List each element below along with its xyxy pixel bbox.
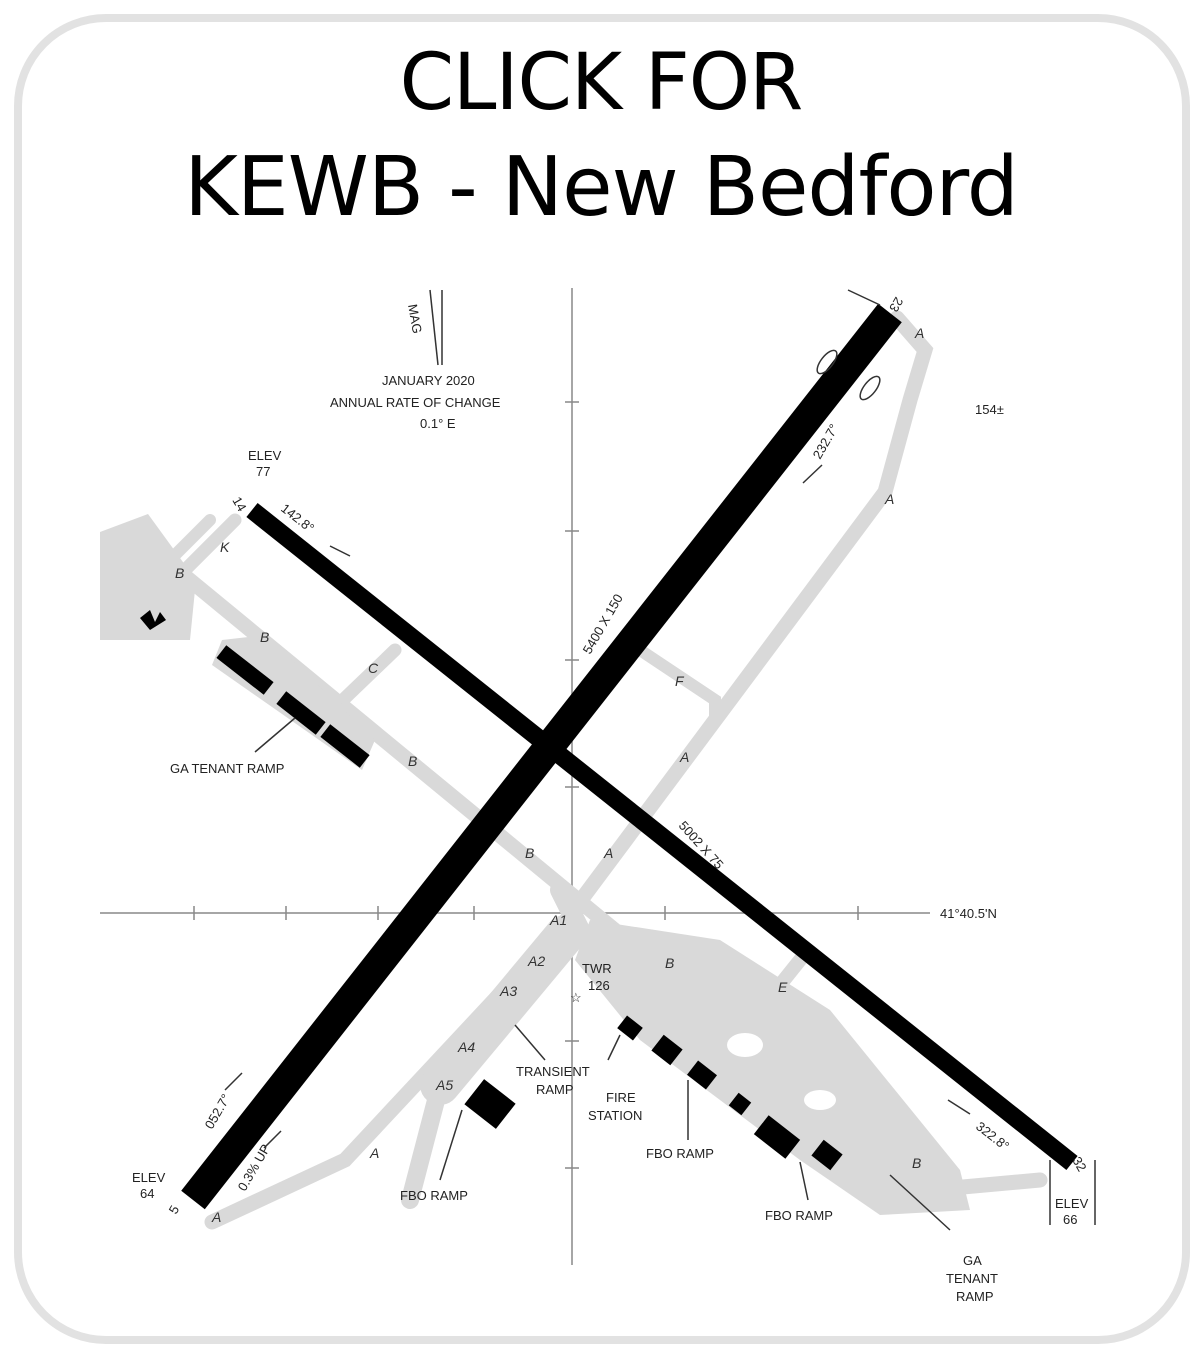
transient-ramp-label-1: TRANSIENT [516,1064,590,1079]
runway-23-end: 23 [886,295,906,315]
tower-frequency: 126 [588,978,610,993]
runway-14-32 [246,502,1078,1171]
magnetic-arrow-label: MAG [405,303,425,335]
runway-14-end: 14 [229,494,249,514]
runways [181,303,1078,1210]
elev-sw-label: ELEV [132,1170,166,1185]
tower-icon: ☆ [570,990,582,1005]
latitude-label: 41°40.5'N [940,906,997,921]
bearing-322: 322.8° [973,1119,1012,1154]
elev-nw-label: ELEV [248,448,282,463]
taxiway-a-label: A [211,1209,221,1225]
grid-lines [100,288,930,1265]
fire-station-label-1: FIRE [606,1090,636,1105]
taxiway-b-label: B [175,565,184,581]
ga-tenant-ramp-east-label-1: GA [963,1253,982,1268]
tower-label: TWR [582,961,612,976]
taxiway-a4-label: A4 [457,1039,475,1055]
bearing-052: 052.7° [202,1091,234,1131]
taxiway-a-label: A [914,325,924,341]
elev-se-value: 66 [1063,1212,1077,1227]
leader-lines [224,289,1096,1231]
runway-32-end: 32 [1069,1154,1089,1174]
ga-tenant-ramp-west-label: GA TENANT RAMP [170,761,284,776]
taxiway-b-label: B [665,955,674,971]
obstacle-label: 154± [975,402,1004,417]
runway-5-23 [181,303,902,1210]
fbo-hangar-west [464,1079,516,1129]
fbo-ramp-west-label: FBO RAMP [400,1188,468,1203]
runway-5-end: 5 [166,1203,183,1217]
ga-hangar-3 [320,724,370,768]
title-line-1[interactable]: CLICK FOR [399,38,804,128]
ga-tenant-ramp-east-label-3: RAMP [956,1289,994,1304]
taxiway-a5-label: A5 [435,1077,453,1093]
fbo-building-2 [687,1060,717,1090]
elev-nw-value: 77 [256,464,270,479]
taxiway-b-label: B [525,845,534,861]
nw-building [140,610,166,630]
main-apron [575,920,970,1215]
ga-hangar-2 [276,691,326,735]
magnetic-date: JANUARY 2020 [382,373,475,388]
buildings [140,610,843,1171]
taxiway-e-label: E [778,979,788,995]
taxiway-b-label: B [912,1155,921,1171]
fbo-building-4 [753,1115,801,1159]
elev-se-label: ELEV [1055,1196,1089,1211]
taxiway-c-label: C [368,660,379,676]
taxiway-a2-label: A2 [527,953,545,969]
title-line-2[interactable]: KEWB - New Bedford [184,140,1019,235]
fbo-building-5 [811,1139,843,1171]
fire-station-building [617,1015,643,1041]
taxiway-k-label: K [220,539,230,555]
approach-marks [816,289,881,401]
ga-tenant-ramp-east-label-2: TENANT [946,1271,998,1286]
taxiway-a1-label: A1 [549,912,567,928]
ga-hangar-1 [216,645,274,695]
taxiway-a3-label: A3 [499,983,517,999]
elev-sw-value: 64 [140,1186,154,1201]
taxiway-b-label: B [408,753,417,769]
taxiway-a-label: A [603,845,613,861]
fbo-building-3 [728,1092,752,1116]
taxiway-f-label: F [675,673,685,689]
northwest-ramp [100,514,196,640]
fbo-ramp-east-label: FBO RAMP [765,1208,833,1223]
taxiway-b-label: B [260,629,269,645]
transient-ramp-label-2: RAMP [536,1082,574,1097]
magnetic-rate-value: 0.1° E [420,416,456,431]
fbo-ramp-center-label: FBO RAMP [646,1146,714,1161]
fbo-building-1 [651,1034,683,1066]
taxiway-a-label: A [884,491,894,507]
magnetic-rate-label: ANNUAL RATE OF CHANGE [330,395,501,410]
fire-station-label-2: STATION [588,1108,642,1123]
taxiway-a-label: A [679,749,689,765]
taxiway-a-label: A [369,1145,379,1161]
